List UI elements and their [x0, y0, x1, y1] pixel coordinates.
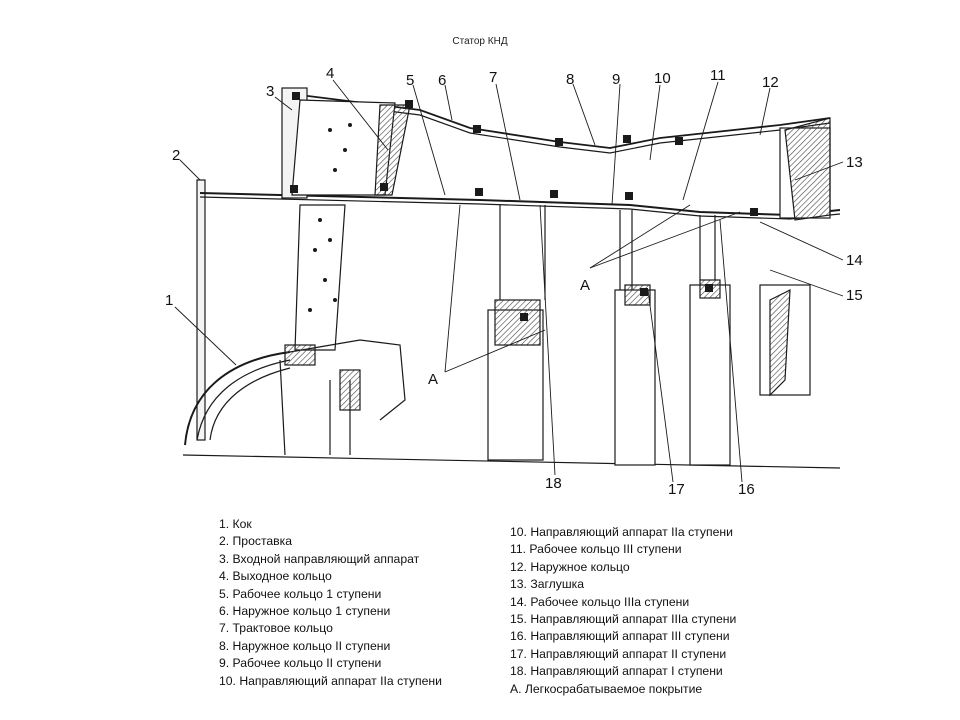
legend-right: 10. Направляющий аппарат IIа ступени 11.… — [510, 524, 736, 698]
legend-item: 1. Кок — [219, 517, 252, 531]
legend-item: 8. Наружное кольцо II ступени — [219, 638, 391, 653]
legend-item: 12. Наружное кольцо — [510, 559, 630, 574]
callout-8: 8 — [566, 71, 574, 88]
callout-a-upper: А — [580, 277, 590, 294]
legend-item: 17. Направляющий аппарат II ступени — [510, 646, 727, 661]
legend-item: 6. Наружное кольцо 1 ступени — [219, 604, 391, 619]
callout-12: 12 — [762, 74, 779, 91]
legend-item: 10. Направляющий аппарат IIа ступени — [510, 525, 733, 539]
page-title: Статор КНД — [452, 36, 508, 47]
callout-1: 1 — [165, 292, 173, 309]
callout-3: 3 — [266, 83, 274, 100]
legend-item: 7. Трактовое кольцо — [219, 621, 333, 636]
callout-7: 7 — [489, 69, 497, 86]
callout-16: 16 — [738, 481, 755, 495]
legend-item: 18. Направляющий аппарат I ступени — [510, 664, 723, 679]
callout-18: 18 — [545, 475, 562, 492]
callout-13: 13 — [846, 154, 863, 171]
callout-10: 10 — [654, 70, 671, 87]
legend-item: 4. Выходное кольцо — [219, 569, 332, 584]
legend-item: 13. Заглушка — [510, 577, 585, 592]
callout-2: 2 — [172, 147, 180, 164]
legend-item: 3. Входной направляющий аппарат — [219, 551, 420, 566]
callout-9: 9 — [612, 71, 620, 88]
callout-4: 4 — [326, 65, 334, 82]
legend-item: 16. Направляющий аппарат III ступени — [510, 629, 730, 644]
callout-15: 15 — [846, 287, 863, 304]
legend-item: 15. Направляющий аппарат IIIа ступени — [510, 612, 737, 627]
legend-item: 9. Рабочее кольцо II ступени — [219, 656, 382, 671]
drawing-lines — [174, 79, 844, 483]
legend-item: 10. Направляющий аппарат IIа ступени — [219, 673, 442, 688]
compressor-stator-drawing: 1 2 3 4 5 6 7 8 9 10 11 12 13 14 15 16 1… — [165, 65, 863, 495]
callout-14: 14 — [846, 252, 863, 269]
legend-item: 11. Рабочее кольцо III ступени — [510, 542, 682, 557]
callout-17: 17 — [668, 481, 685, 495]
legend-item: 5. Рабочее кольцо 1 ступени — [219, 586, 382, 601]
callout-6: 6 — [438, 72, 446, 89]
legend-item: А. Легкосрабатываемое покрытие — [510, 681, 703, 696]
callout-5: 5 — [406, 72, 414, 89]
callout-a-lower: А — [428, 371, 438, 388]
callout-labels: 1 2 3 4 5 6 7 8 9 10 11 12 13 14 15 16 1… — [165, 65, 863, 495]
legend-item: 14. Рабочее кольцо IIIа ступени — [510, 594, 690, 609]
legend-item: 2. Проставка — [219, 534, 293, 549]
callout-11: 11 — [710, 67, 726, 84]
legend-left: 1. Кок 2. Проставка 3. Входной направляю… — [219, 516, 442, 690]
